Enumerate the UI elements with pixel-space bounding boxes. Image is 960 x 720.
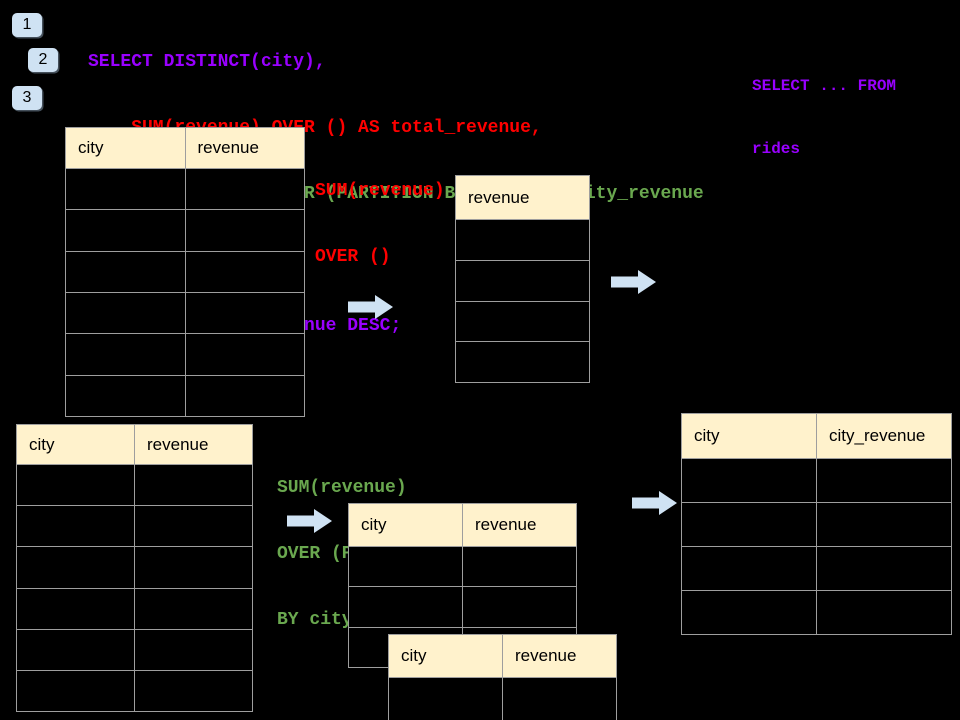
table-header-row: city revenue xyxy=(389,635,616,677)
table-cell-empty xyxy=(389,678,502,720)
table-cell-empty xyxy=(184,375,305,416)
table-cell-empty xyxy=(184,334,305,375)
table-cell-empty xyxy=(816,547,951,590)
table-row xyxy=(66,209,305,251)
table-cell-empty xyxy=(682,459,816,502)
column-header-city: city xyxy=(401,646,427,665)
table-cell-empty xyxy=(66,169,185,209)
column-header-city: city xyxy=(78,138,104,157)
annotation-line: SUM(revenue) xyxy=(277,478,407,498)
table-cell-empty xyxy=(17,506,134,546)
table-cell-empty xyxy=(184,210,305,251)
step-badge-1: 1 xyxy=(12,13,42,37)
table-cell-empty xyxy=(502,678,616,720)
column-header-city: city xyxy=(29,434,55,454)
table-row xyxy=(66,168,305,210)
table-header-row: city city_revenue xyxy=(682,414,951,458)
table-row xyxy=(349,586,576,627)
table-cell-empty xyxy=(682,547,816,590)
table-cell-empty xyxy=(462,587,576,627)
sql-code-line-select: SELECT DISTINCT(city), xyxy=(88,52,326,72)
table-result: city city_revenue xyxy=(681,413,952,635)
table-row xyxy=(456,259,589,301)
table-row xyxy=(389,677,616,720)
table-header-row: city revenue xyxy=(66,128,304,168)
table-cell-empty xyxy=(184,251,305,292)
table-row xyxy=(682,590,951,634)
table-row xyxy=(66,333,305,375)
table-cell-empty xyxy=(456,302,589,342)
annotation-line: SUM(revenue) xyxy=(315,181,445,201)
table-cell-empty xyxy=(184,292,305,334)
table-cell-empty xyxy=(682,503,816,546)
table-row xyxy=(456,300,589,342)
table-cell-empty xyxy=(134,670,252,712)
column-header-revenue: revenue xyxy=(134,425,252,464)
table-cell-empty xyxy=(816,459,951,502)
step-badge-2: 2 xyxy=(28,48,58,72)
table-row xyxy=(682,546,951,590)
table-cell-empty xyxy=(66,210,185,250)
table-cell-empty xyxy=(134,547,252,588)
table-cell-empty xyxy=(462,547,576,587)
table-cell-empty xyxy=(456,220,589,260)
table-cell-empty xyxy=(66,252,185,292)
column-header-revenue: revenue xyxy=(184,128,305,168)
table-row xyxy=(682,502,951,546)
table-row xyxy=(66,374,305,416)
arrow-right-icon xyxy=(632,491,677,515)
table-row xyxy=(17,464,252,506)
table-cell-empty xyxy=(66,334,185,374)
table-cell-empty xyxy=(66,376,185,416)
table-cell-empty xyxy=(349,547,462,586)
table-cell-empty xyxy=(17,589,134,629)
table-cell-empty xyxy=(134,629,252,670)
table-cell-empty xyxy=(17,547,134,587)
table-row xyxy=(456,341,589,382)
table-row xyxy=(66,250,305,292)
table-cell-empty xyxy=(456,261,589,301)
table-cell-empty xyxy=(184,169,305,210)
column-header-city: city xyxy=(694,426,720,445)
step-badge-3: 3 xyxy=(12,86,42,110)
table-cell-empty xyxy=(17,630,134,670)
table-row xyxy=(17,669,252,712)
annotation-sum-over-total: SUM(revenue) OVER () xyxy=(315,136,445,312)
table-row xyxy=(17,546,252,588)
table-cell-empty xyxy=(816,591,951,634)
table-header-row: revenue xyxy=(456,176,589,219)
table-source-total: city revenue xyxy=(65,127,305,417)
table-cell-empty xyxy=(134,588,252,629)
table-row xyxy=(349,546,576,587)
table-cell-empty xyxy=(816,503,951,546)
table-cell-empty xyxy=(17,671,134,711)
column-header-revenue: revenue xyxy=(462,504,576,546)
table-partition-overlay: city revenue xyxy=(388,634,617,720)
column-header-city: city xyxy=(361,515,387,534)
table-cell-empty xyxy=(134,465,252,506)
table-header-row: city revenue xyxy=(17,425,252,464)
table-row xyxy=(17,628,252,670)
table-revenue-only: revenue xyxy=(455,175,590,383)
sql-fragment-note-line: SELECT ... FROM xyxy=(752,77,897,95)
table-row xyxy=(17,587,252,629)
table-row xyxy=(456,219,589,260)
table-cell-empty xyxy=(66,293,185,333)
sql-fragment-note-line: rides xyxy=(752,140,801,158)
table-cell-empty xyxy=(682,591,816,634)
table-row xyxy=(17,505,252,547)
table-cell-empty xyxy=(349,587,462,626)
table-row xyxy=(66,291,305,334)
table-cell-empty xyxy=(456,342,589,382)
table-cell-empty xyxy=(17,465,134,505)
table-cell-empty xyxy=(134,506,252,547)
table-header-row: city revenue xyxy=(349,504,576,546)
column-header-revenue: revenue xyxy=(502,635,616,677)
sql-fragment-note: SELECT ... FROM rides xyxy=(752,34,896,202)
annotation-line: OVER () xyxy=(315,247,391,267)
table-partition-source: city revenue xyxy=(16,424,253,712)
table-row xyxy=(682,458,951,502)
column-header-city_revenue: city_revenue xyxy=(816,414,951,458)
column-header-revenue: revenue xyxy=(468,187,530,207)
